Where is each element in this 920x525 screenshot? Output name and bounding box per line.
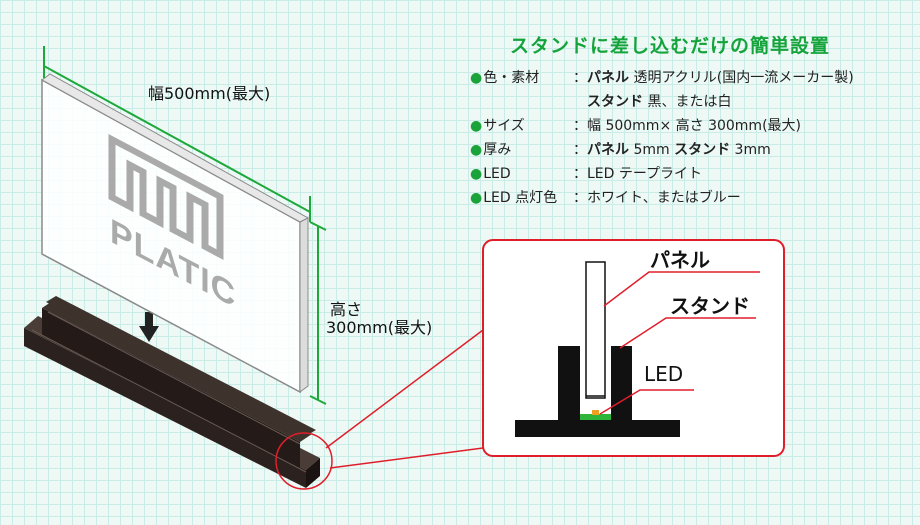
zoom-indicator: [275, 329, 484, 490]
spec-row: ●サイズ：幅 500mm× 高さ 300mm(最大): [470, 114, 854, 138]
bullet-icon: ●: [470, 166, 483, 182]
width-label: 幅500mm(最大): [148, 84, 271, 103]
bullet-icon: ●: [470, 142, 483, 158]
spec-label: ●LED: [470, 162, 573, 186]
spec-value-bold: パネル: [587, 70, 629, 86]
spec-value-text: 黒、または白: [643, 94, 732, 110]
acrylic-panel: [41, 73, 310, 394]
spec-value: 幅 500mm× 高さ 300mm(最大): [587, 114, 801, 138]
height-label-line1: 高さ: [330, 300, 363, 319]
spec-label-text: LED 点灯色: [483, 190, 558, 206]
spec-value: スタンド 黒、または白: [587, 90, 731, 114]
spec-row: ●色・素材：パネル 透明アクリル(国内一流メーカー製): [470, 66, 854, 90]
spec-value-text: 5mm: [629, 142, 675, 158]
spec-row: ●LED 点灯色：ホワイト、またはブルー: [470, 186, 854, 210]
spec-separator: ：: [573, 118, 587, 134]
callout-led-label: LED: [644, 362, 684, 386]
spec-label: ●色・素材: [470, 66, 573, 90]
spec-value-text: ホワイト、またはブルー: [587, 190, 741, 206]
callout-stand-label: スタンド: [670, 294, 750, 318]
spec-row: ●厚み：パネル 5mm スタンド 3mm: [470, 138, 854, 162]
spec-value: パネル 5mm スタンド 3mm: [587, 138, 771, 162]
spec-value-bold: スタンド: [674, 142, 731, 158]
spec-label-text: 厚み: [483, 142, 512, 158]
spec-value-text: 透明アクリル(国内一流メーカー製): [629, 70, 854, 86]
spec-label: ●厚み: [470, 138, 573, 162]
spec-value-text: 3mm: [730, 142, 771, 158]
spec-separator: ：: [573, 70, 587, 86]
spec-value: パネル 透明アクリル(国内一流メーカー製): [587, 66, 854, 90]
spec-label-text: 色・素材: [483, 70, 540, 86]
spec-value: LED テープライト: [587, 162, 702, 186]
callout-box: [482, 239, 785, 457]
spec-value: ホワイト、またはブルー: [587, 186, 741, 210]
spec-separator: ：: [573, 190, 587, 206]
spec-value-text: 幅 500mm× 高さ 300mm(最大): [587, 118, 801, 134]
spec-title: スタンドに差し込むだけの簡単設置: [510, 35, 831, 57]
stand: [24, 296, 320, 488]
spec-list: ●色・素材：パネル 透明アクリル(国内一流メーカー製)スタンド 黒、または白●サ…: [470, 66, 854, 210]
spec-value-bold: パネル: [587, 142, 629, 158]
spec-row: ●LED：LED テープライト: [470, 162, 854, 186]
down-arrow-icon: [139, 312, 159, 342]
bullet-icon: ●: [470, 70, 483, 86]
spec-label: ●LED 点灯色: [470, 186, 573, 210]
spec-label-text: LED: [483, 166, 511, 182]
height-dimension: [309, 221, 327, 405]
callout-panel-label: パネル: [650, 248, 710, 272]
spec-separator: ：: [573, 142, 587, 158]
bullet-icon: ●: [470, 190, 483, 206]
spec-value-bold: スタンド: [587, 94, 643, 110]
spec-value-text: LED テープライト: [587, 166, 703, 182]
bullet-icon: ●: [470, 118, 483, 134]
height-label-line2: 300mm(最大): [326, 318, 433, 337]
spec-label: ●サイズ: [470, 114, 573, 138]
spec-label-text: サイズ: [483, 118, 525, 134]
spec-row: スタンド 黒、または白: [470, 90, 854, 114]
width-dimension: [43, 46, 311, 222]
spec-separator: ：: [573, 166, 587, 182]
